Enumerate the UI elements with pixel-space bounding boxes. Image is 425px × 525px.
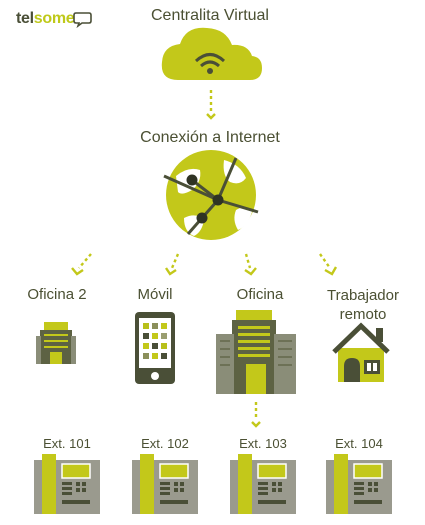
desk-phone-icon: [34, 454, 100, 514]
cloud-wifi-icon: [161, 27, 262, 80]
desk-phone-icon: [132, 454, 198, 514]
logo-part2: some: [33, 10, 75, 27]
arrow-connector: [205, 90, 217, 120]
ext-label: Ext. 101: [43, 436, 91, 451]
small-building-icon: [36, 322, 76, 364]
arrow-connector: [71, 253, 92, 276]
house-icon: [332, 322, 390, 382]
pbx-label: Centralita Virtual: [151, 7, 269, 24]
mobile-label: Móvil: [137, 286, 173, 303]
desk-phone-icon: [230, 454, 296, 514]
ext-label: Ext. 104: [335, 436, 383, 451]
telsome-logo: telsome: [16, 10, 92, 29]
arrow-connector: [244, 253, 257, 276]
globe-network-icon: [163, 150, 259, 240]
smartphone-icon: [135, 312, 175, 384]
logo-part1: tel: [16, 10, 34, 27]
arrow-connector: [165, 253, 180, 276]
ext-label: Ext. 102: [141, 436, 189, 451]
remote-label: Trabajador remoto: [327, 287, 399, 323]
desk-phone-icon: [326, 454, 392, 514]
speech-bubble-icon: [73, 12, 92, 29]
arrow-connector: [319, 253, 338, 276]
office2-label: Oficina 2: [27, 286, 87, 303]
ext-label: Ext. 103: [239, 436, 287, 451]
internet-label: Conexión a Internet: [140, 129, 280, 146]
office-building-icon: [216, 310, 296, 394]
arrow-connector: [250, 402, 262, 428]
office-label: Oficina: [236, 286, 284, 303]
